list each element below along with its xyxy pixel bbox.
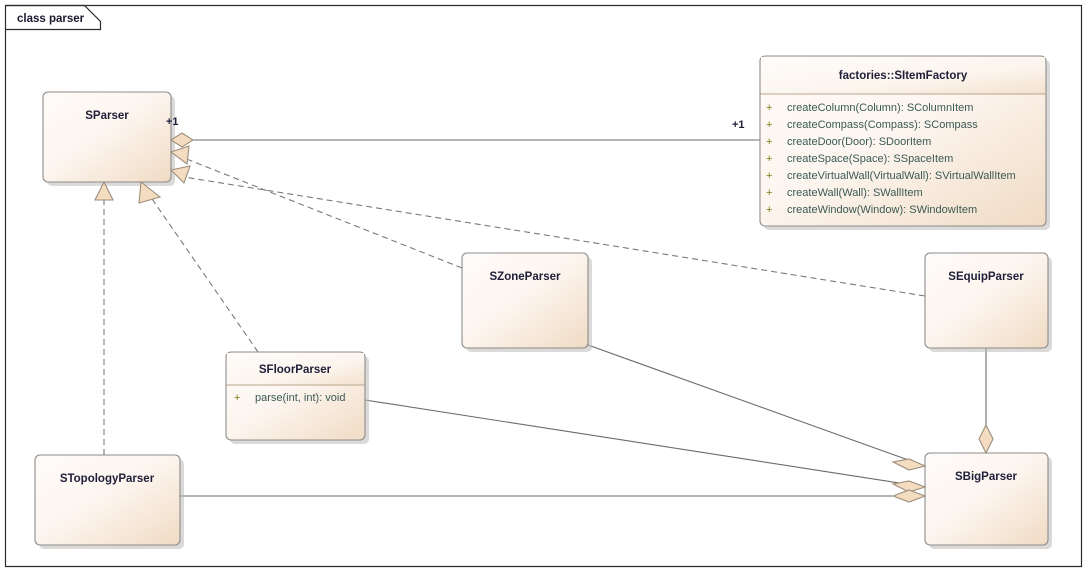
member-signature: createVirtualWall(VirtualWall): SVirtual… [787,170,1016,182]
connector-szoneparser-sbigparser [587,344,926,467]
member-signature: createWindow(Window): SWindowItem [787,204,977,216]
class-box[interactable] [924,252,1049,349]
aggregation-diamond-sparser-sitemfactory [169,132,195,148]
connector-layer [103,139,987,497]
class-node-sbigparser[interactable]: SBigParser [924,452,1049,546]
class-name-sparser: SParser [85,110,129,122]
member-signature: parse(int, int): void [255,392,345,404]
member-visibility: + [766,136,772,148]
class-node-sitemfactory[interactable]: factories::SItemFactory + createColumn(C… [759,55,1047,227]
class-node-sfloorparser[interactable]: SFloorParser + parse(int, int): void [225,351,366,441]
multiplicity-label-sparser: +1 [166,116,179,128]
member-signature: createWall(Wall): SWallItem [787,187,923,199]
adornment-layer [94,132,994,503]
class-box[interactable] [759,55,1047,227]
class-title-compartment [761,57,1045,94]
class-node-sparser[interactable]: SParser [42,91,172,183]
class-name-szoneparser: SZoneParser [490,271,561,283]
class-title-compartment [227,353,364,385]
class-box[interactable] [924,452,1049,546]
member-signature: createDoor(Door): SDoorItem [787,136,931,148]
aggregation-diamond-stopologyparser-sbigparser [891,489,927,503]
frame-label-tab [5,4,102,31]
diagram-frame: class parser [4,4,1083,568]
class-name-sfloorparser: SFloorParser [259,364,332,376]
member-visibility: + [766,187,772,199]
realization-arrow-stopologyparser [94,180,114,201]
frame-outline [4,4,1083,568]
member-signature: createCompass(Compass): SCompass [787,119,978,131]
member-visibility: + [766,170,772,182]
class-box[interactable] [461,252,589,349]
realization-arrow-sequipparser [169,165,191,185]
class-node-stopologyparser[interactable]: STopologyParser [34,454,181,546]
class-name-stopologyparser: STopologyParser [60,473,155,485]
realization-arrow-sfloorparser [138,180,162,204]
frame-label: class parser [17,13,85,25]
member-visibility: + [766,204,772,216]
class-box[interactable] [42,91,172,183]
multiplicity-label-sitemfactory: +1 [732,119,745,131]
class-node-sequipparser[interactable]: SEquipParser [924,252,1049,349]
member-visibility: + [766,102,772,114]
member-signature: createColumn(Column): SColumnItem [787,102,973,114]
member-visibility: + [766,119,772,131]
class-name-sitemfactory: factories::SItemFactory [839,70,968,82]
aggregation-diamond-szoneparser-sbigparser [891,458,927,471]
connector-szoneparser-sparser [183,157,463,269]
aggregation-diamond-sequipparser-sbigparser [978,423,994,455]
class-name-sbigparser: SBigParser [955,471,1018,483]
realization-arrow-szoneparser [169,145,190,166]
class-name-sequipparser: SEquipParser [948,271,1024,283]
connector-sfloorparser-sparser [149,195,259,353]
multiplicity-layer: +1 +1 [166,116,745,131]
class-node-szoneparser[interactable]: SZoneParser [461,252,589,349]
class-box[interactable] [34,454,181,546]
connector-sequipparser-sparser [183,176,926,297]
member-visibility: + [766,153,772,165]
connector-sfloorparser-sbigparser [364,399,926,488]
aggregation-diamond-sfloorparser-sbigparser [891,480,927,493]
member-signature: createSpace(Space): SSpaceItem [787,153,953,165]
member-visibility: + [234,392,240,404]
